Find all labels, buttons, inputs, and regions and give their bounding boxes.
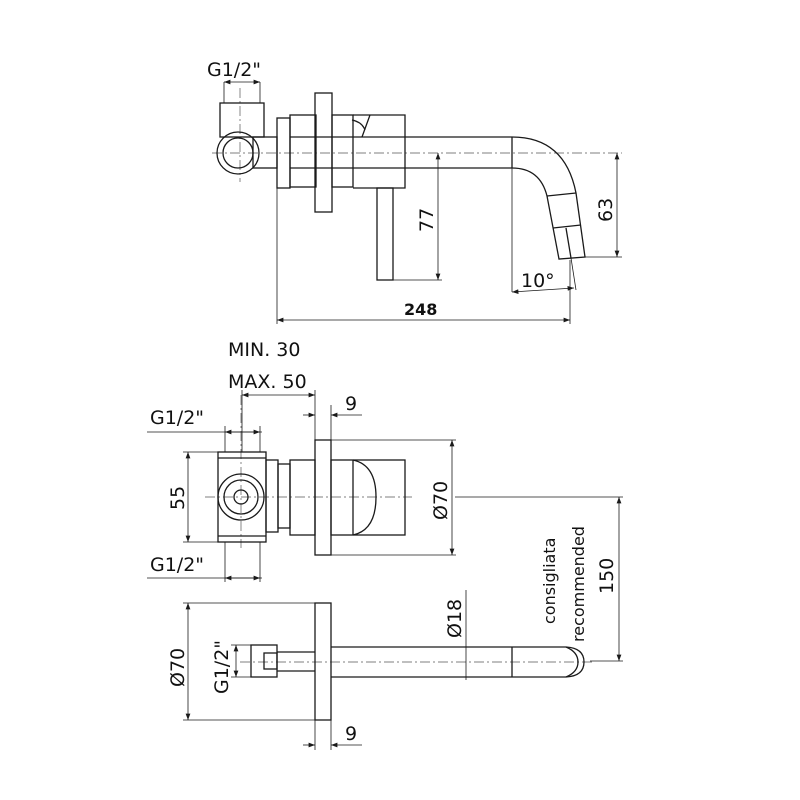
dim-lever-height: 77 bbox=[416, 208, 438, 232]
spout-plate-diameter: Ø70 bbox=[167, 648, 189, 687]
min-label: MIN. 30 bbox=[228, 339, 300, 361]
max-label: MAX. 50 bbox=[228, 371, 307, 393]
dim-pipe-diameter: Ø18 bbox=[444, 599, 466, 638]
front-view: MIN. 30 MAX. 50 9 G1/2" G1/2" 55 Ø70 bbox=[147, 339, 623, 662]
dim-length: 248 bbox=[404, 300, 437, 319]
side-thread-label: G1/2" bbox=[207, 59, 261, 81]
spout-view: Ø70 G1/2" Ø18 9 bbox=[167, 590, 592, 750]
spout-thread-label: G1/2" bbox=[211, 640, 233, 694]
dim-angle: 10° bbox=[521, 270, 555, 292]
note-recommended: recommended bbox=[569, 526, 588, 642]
dim-spacing: 150 bbox=[596, 558, 618, 594]
dim-plate-diameter: Ø70 bbox=[430, 481, 452, 520]
plate-thickness-top: 9 bbox=[345, 393, 357, 415]
side-view: G1/2" 77 63 10° 248 bbox=[207, 59, 622, 324]
dim-spout-height: 63 bbox=[595, 198, 617, 222]
thread-top-label: G1/2" bbox=[150, 407, 204, 429]
thread-bottom-label: G1/2" bbox=[150, 554, 204, 576]
dim-body-height: 55 bbox=[167, 486, 189, 510]
note-consigliata: consigliata bbox=[540, 538, 559, 624]
plate-thickness-bottom: 9 bbox=[345, 723, 357, 745]
